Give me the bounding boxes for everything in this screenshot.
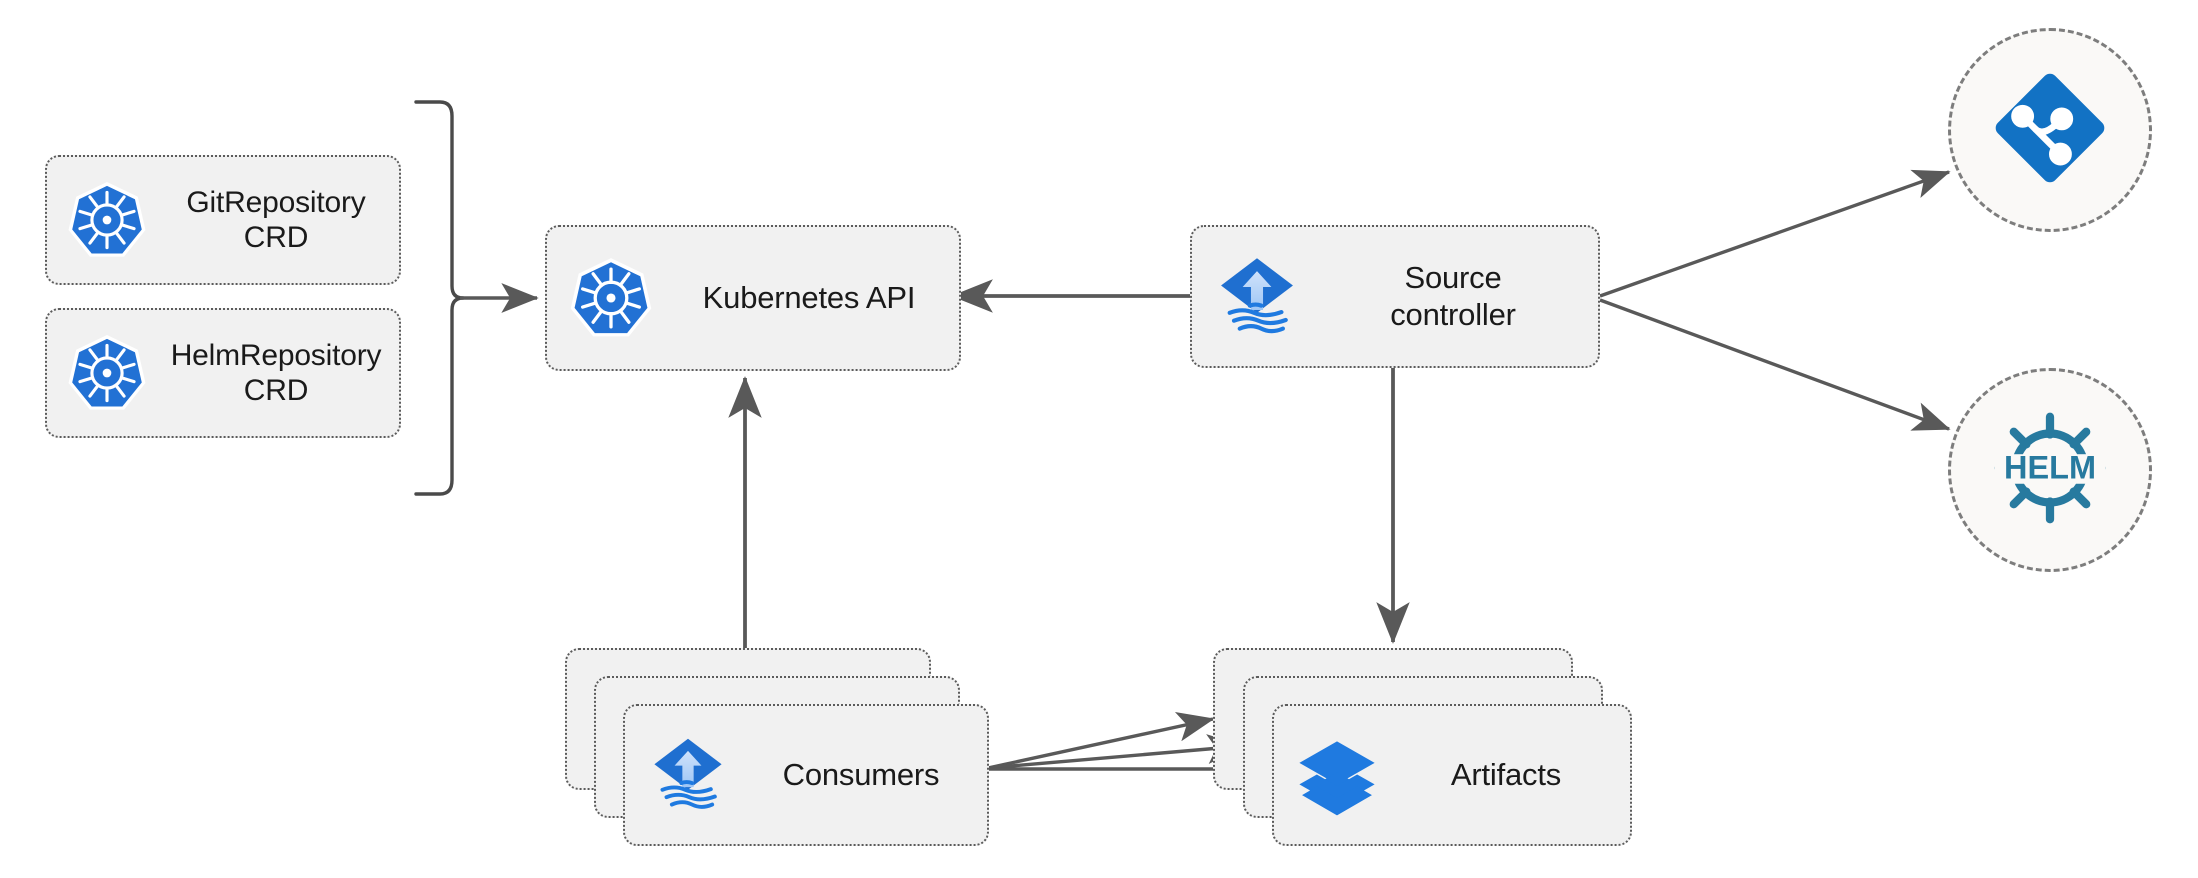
node-label-helm-repository-crd: HelmRepository CRD — [170, 338, 382, 407]
kubernetes-icon — [47, 331, 167, 415]
arrow-consumers-to-artifacts-middle — [987, 734, 1245, 770]
node-label-git-repository-crd: GitRepository CRD — [186, 185, 366, 254]
helm-wordmark: HELM — [2004, 449, 2096, 485]
node-label-kubernetes-api: Kubernetes API — [702, 279, 916, 315]
node-label-consumers: Consumers — [782, 756, 940, 792]
flux-icon — [1192, 251, 1322, 343]
node-kubernetes-api[interactable]: Kubernetes API — [545, 225, 961, 371]
node-git-repository-crd[interactable]: GitRepository CRD — [45, 155, 401, 285]
git-icon — [1991, 69, 2109, 192]
arrow-source-controller-to-helm-provider — [1599, 298, 1951, 431]
node-helm-repository-crd[interactable]: HelmRepository CRD — [45, 308, 401, 438]
arrow-source-controller-to-git-provider — [1599, 169, 1951, 298]
node-consumers[interactable]: Consumers — [623, 704, 989, 846]
kubernetes-icon — [47, 178, 167, 262]
helm-icon: HELM — [1987, 405, 2113, 536]
node-label-artifacts: Artifacts — [1450, 756, 1562, 792]
node-git-provider[interactable] — [1948, 28, 2152, 232]
node-helm-provider[interactable]: HELM — [1948, 368, 2152, 572]
flux-icon — [625, 732, 751, 818]
crd-group-brace — [414, 100, 465, 496]
kubernetes-icon — [547, 254, 675, 342]
node-artifacts[interactable]: Artifacts — [1272, 704, 1632, 846]
node-label-source-controller: Source controller — [1390, 260, 1516, 332]
arrow-consumers-to-artifacts-back — [987, 711, 1215, 770]
layers-icon — [1274, 732, 1400, 818]
node-source-controller[interactable]: Source controller — [1190, 225, 1600, 368]
